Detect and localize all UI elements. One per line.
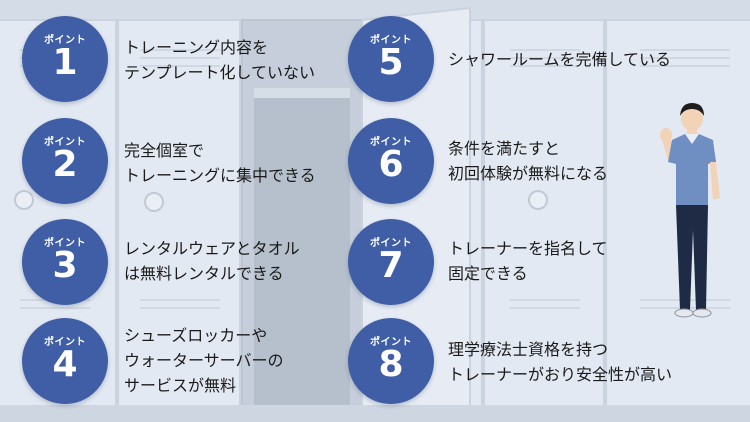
badge-label: ポイント: [44, 337, 86, 348]
point-text-line: トレーナーを指名して: [448, 239, 608, 258]
badge-number: 7: [378, 245, 404, 286]
point-text-line: トレーニングに集中できる: [124, 166, 316, 185]
point-text-line: トレーナーがおり安全性が高い: [448, 365, 673, 384]
point-badge: ポイント 2: [22, 118, 108, 204]
point-text-line: テンプレート化していない: [124, 63, 316, 82]
trainer-illustration: [660, 103, 720, 318]
point-text: シューズロッカーや ウォーターサーバーの サービスが無料: [124, 323, 284, 398]
point-badge: ポイント 5: [348, 16, 434, 102]
badge-number: 5: [378, 42, 404, 83]
point-badge: ポイント 6: [348, 118, 434, 204]
point-text-line: 完全個室で: [124, 141, 205, 160]
badge-label: ポイント: [44, 137, 86, 148]
badge-label: ポイント: [44, 35, 86, 46]
point-text: シャワールームを完備している: [448, 47, 671, 72]
badge-label: ポイント: [370, 35, 412, 46]
point-text-line: 条件を満たすと: [448, 139, 561, 158]
badge-label: ポイント: [370, 137, 412, 148]
point-text-line: トレーニング内容を: [124, 38, 269, 57]
point-badge: ポイント 7: [348, 219, 434, 305]
point-badge: ポイント 4: [22, 318, 108, 404]
point-badge: ポイント 3: [22, 219, 108, 305]
point-text-line: 初回体験が無料になる: [448, 164, 609, 183]
point-text-line: サービスが無料: [124, 376, 237, 395]
point-text-line: レンタルウェアとタオル: [124, 239, 300, 258]
point-text-line: シューズロッカーや: [124, 326, 268, 345]
badge-label: ポイント: [370, 337, 412, 348]
point-text: トレーナーを指名して 固定できる: [448, 236, 608, 286]
badge-number: 3: [52, 245, 78, 286]
point-badge: ポイント 1: [22, 16, 108, 102]
point-text-line: 理学療法士資格を持つ: [448, 340, 609, 359]
point-text: 条件を満たすと 初回体験が無料になる: [448, 136, 608, 186]
point-text: 完全個室で トレーニングに集中できる: [124, 138, 316, 188]
badge-number: 8: [378, 344, 404, 385]
point-text: 理学療法士資格を持つ トレーナーがおり安全性が高い: [448, 337, 672, 387]
badge-number: 6: [378, 144, 404, 185]
badge-label: ポイント: [370, 238, 412, 249]
badge-label: ポイント: [44, 238, 86, 249]
point-text-line: ウォーターサーバーの: [124, 351, 284, 370]
point-badge: ポイント 8: [348, 318, 434, 404]
badge-number: 4: [52, 344, 78, 385]
point-text-line: は無料レンタルできる: [124, 264, 284, 283]
badge-number: 1: [52, 42, 78, 83]
badge-number: 2: [52, 144, 78, 185]
point-text-line: 固定できる: [448, 264, 528, 283]
point-text: トレーニング内容を テンプレート化していない: [124, 35, 315, 85]
point-text-line: シャワールームを完備している: [448, 50, 672, 69]
point-text: レンタルウェアとタオル は無料レンタルできる: [124, 236, 300, 286]
